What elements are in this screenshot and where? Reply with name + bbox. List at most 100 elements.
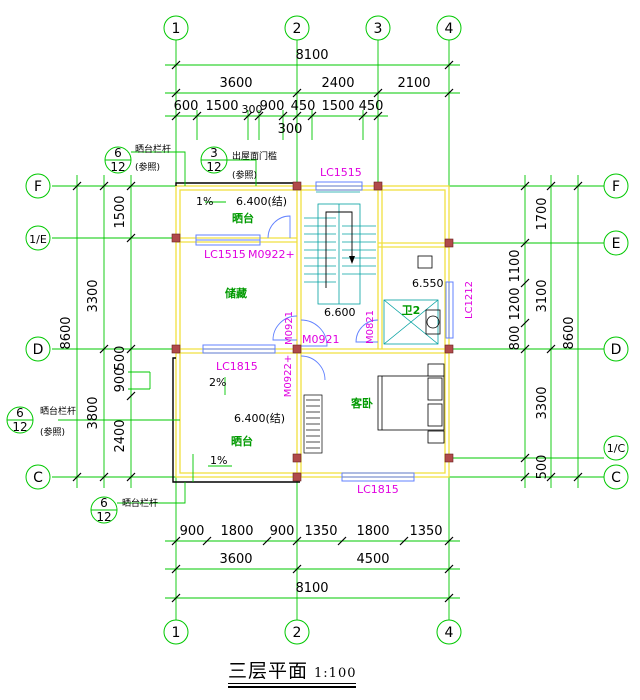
dim-left-detail-2: 3300 — [86, 279, 101, 312]
callout-4-num: 6 — [100, 496, 108, 510]
callout-3-sub: (参照) — [40, 426, 65, 438]
dim-left-detail-4: 500 — [113, 346, 128, 371]
elev-stair: 6.600 — [324, 306, 356, 319]
grid-label-right-f: F — [612, 179, 620, 195]
dim-top-detail-7: 450 — [359, 99, 384, 114]
callout-3-den: 12 — [12, 420, 27, 434]
callout-2-num: 3 — [210, 146, 218, 160]
drawing-title: 三层平面 1:100 — [228, 656, 356, 683]
dim-right-detail-1: 1700 — [535, 197, 550, 230]
slope-top: 1% — [196, 195, 213, 208]
grid-bubbles — [25, 15, 629, 645]
dim-top-detail-extra: 300 — [278, 122, 303, 137]
dim-bottom-detail-4: 1350 — [304, 524, 337, 539]
walls — [175, 185, 450, 478]
door-tag-m0821: M0821 — [365, 310, 376, 344]
callout-1-num: 6 — [114, 146, 122, 160]
dim-right-detail-4: 800 — [508, 326, 523, 351]
grid-label-right-1c: 1/C — [607, 442, 626, 455]
dim-left-detail-5: 2400 — [113, 419, 128, 452]
dim-left-total: 8600 — [59, 316, 74, 349]
dim-bottom-mid-1: 3600 — [219, 552, 252, 567]
title-underline — [228, 683, 356, 688]
slope-arrows — [192, 201, 232, 482]
doors — [267, 215, 379, 381]
callout-2-den: 12 — [206, 160, 221, 174]
callout-1-label: 晒台栏杆 — [135, 143, 171, 155]
callout-3-label: 晒台栏杆 — [40, 405, 76, 417]
drawing-scale: 1:100 — [314, 666, 357, 681]
dim-right-detail-3: 1200 — [508, 287, 523, 320]
dim-right-total: 8600 — [562, 316, 577, 349]
stair-arrowhead — [349, 256, 355, 264]
drawing-title-text: 三层平面 — [228, 660, 309, 682]
door-tag-m0921-center: M0921 — [302, 333, 340, 346]
dim-bottom-detail-5: 1800 — [356, 524, 389, 539]
room-label-wc: 卫2 — [402, 304, 421, 317]
grid-label-bottom-2: 2 — [293, 625, 302, 641]
grid-label-bottom-1: 1 — [172, 625, 181, 641]
grid-label-right-d: D — [611, 342, 622, 358]
callout-1-den: 12 — [110, 160, 125, 174]
stair-arrow — [325, 211, 353, 288]
dim-top-detail-6: 1500 — [321, 99, 354, 114]
dim-left-detail-1: 1500 — [113, 195, 128, 228]
dim-top-detail-2: 1500 — [205, 99, 238, 114]
grid-label-left-f: F — [34, 179, 42, 195]
door-tag-m0921-vertical: M0921 — [284, 311, 295, 345]
callout-2-label: 出屋面门槛 — [232, 150, 277, 162]
room-label-storage: 储藏 — [225, 286, 247, 300]
room-label-bedroom: 客卧 — [350, 396, 373, 410]
dim-bottom-mid-2: 4500 — [356, 552, 389, 567]
dim-top-detail-3: 300 — [242, 103, 263, 116]
grid-lines — [52, 40, 604, 620]
windows — [195, 181, 454, 482]
slope-mid: 2% — [209, 376, 226, 389]
grid-label-right-e: E — [612, 236, 621, 252]
dim-top-total: 8100 — [295, 48, 328, 63]
grid-label-top-3: 3 — [374, 21, 383, 37]
dim-bottom-detail-2: 1800 — [220, 524, 253, 539]
grid-label-top-4: 4 — [445, 21, 454, 37]
stair — [304, 191, 376, 305]
dim-top-mid-2: 2400 — [321, 76, 354, 91]
dim-top-mid-1: 3600 — [219, 76, 252, 91]
grid-label-right-c: C — [611, 470, 621, 486]
elev-balcony-top: 6.400(结) — [236, 195, 287, 208]
dim-right-detail-2: 1100 — [508, 249, 523, 282]
dim-right-detail-5: 500 — [535, 455, 550, 480]
grid-label-left-c: C — [33, 470, 43, 486]
slope-bottom: 1% — [210, 454, 227, 467]
columns — [171, 181, 454, 482]
dim-top-detail-1: 600 — [174, 99, 199, 114]
dim-bottom-detail-1: 900 — [180, 524, 205, 539]
elev-wc: 6.550 — [412, 277, 444, 290]
dim-top-detail-4: 900 — [260, 99, 285, 114]
window-tag-lc1815-left: LC1815 — [216, 360, 258, 373]
grid-label-top-1: 1 — [172, 21, 181, 37]
wc-fixtures — [383, 255, 441, 345]
callout-4-label: 晒台栏杆 — [122, 497, 158, 509]
callout-leaders — [58, 151, 257, 504]
callout-bubbles — [6, 146, 228, 524]
dim-bottom-total: 8100 — [295, 581, 328, 596]
callout-4-den: 12 — [96, 510, 111, 524]
window-tag-lc1515-left: LC1515 — [204, 248, 246, 261]
dim-top-detail-5: 450 — [291, 99, 316, 114]
dim-left-mid: 3800 — [86, 396, 101, 429]
window-tag-lc1212: LC1212 — [464, 281, 475, 319]
window-tag-lc1515-top: LC1515 — [320, 166, 362, 179]
dim-top-mid-3: 2100 — [397, 76, 430, 91]
grid-label-bottom-4: 4 — [445, 625, 454, 641]
room-label-balcony-bottom: 晒台 — [231, 434, 253, 448]
dim-bottom-detail-6: 1350 — [409, 524, 442, 539]
grid-label-top-2: 2 — [293, 21, 302, 37]
dim-right-mid-2: 3300 — [535, 386, 550, 419]
callout-3-num: 6 — [16, 406, 24, 420]
grid-label-left-1e: 1/E — [29, 233, 47, 246]
grid-label-left-d: D — [33, 342, 44, 358]
dim-right-mid-1: 3100 — [535, 279, 550, 312]
window-tag-lc1815-bottom: LC1815 — [357, 483, 399, 496]
dimension-ticks — [72, 60, 583, 603]
